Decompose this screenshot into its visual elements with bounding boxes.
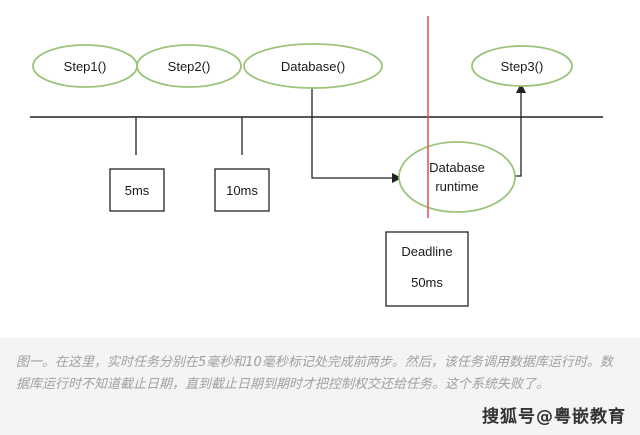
- runtime-to-step3-arrow: [514, 83, 526, 177]
- figure-caption: 图一。在这里，实时任务分别在5毫秒和10毫秒标记处完成前两步。然后，该任务调用数…: [16, 355, 613, 392]
- watermark: 搜狐号@粤嵌教育: [482, 407, 626, 427]
- box-deadline: Deadline 50ms: [385, 231, 469, 307]
- node-step3: Step3(): [471, 45, 573, 87]
- node-runtime-label-line1: Database: [429, 160, 485, 175]
- node-database: Database(): [243, 43, 383, 89]
- box-5ms: 5ms: [109, 168, 165, 212]
- deadline-title: Deadline: [401, 244, 452, 259]
- deadline-value: 50ms: [411, 275, 443, 290]
- diagram: Step1() Step2() Database() Step3() Datab…: [30, 16, 603, 307]
- box-5ms-label: 5ms: [125, 183, 150, 198]
- box-10ms-label: 10ms: [226, 183, 258, 198]
- node-step1: Step1(): [32, 44, 138, 88]
- database-to-runtime-arrow: [311, 88, 402, 183]
- node-step2: Step2(): [136, 44, 242, 88]
- caption-panel: 图一。在这里，实时任务分别在5毫秒和10毫秒标记处完成前两步。然后，该任务调用数…: [0, 338, 640, 435]
- box-10ms: 10ms: [214, 168, 270, 212]
- node-step2-label: Step2(): [168, 59, 211, 74]
- node-database-runtime: Database runtime: [398, 141, 516, 213]
- node-step3-label: Step3(): [501, 59, 544, 74]
- node-step1-label: Step1(): [64, 59, 107, 74]
- node-database-label: Database(): [281, 59, 345, 74]
- node-runtime-label-line2: runtime: [435, 179, 478, 194]
